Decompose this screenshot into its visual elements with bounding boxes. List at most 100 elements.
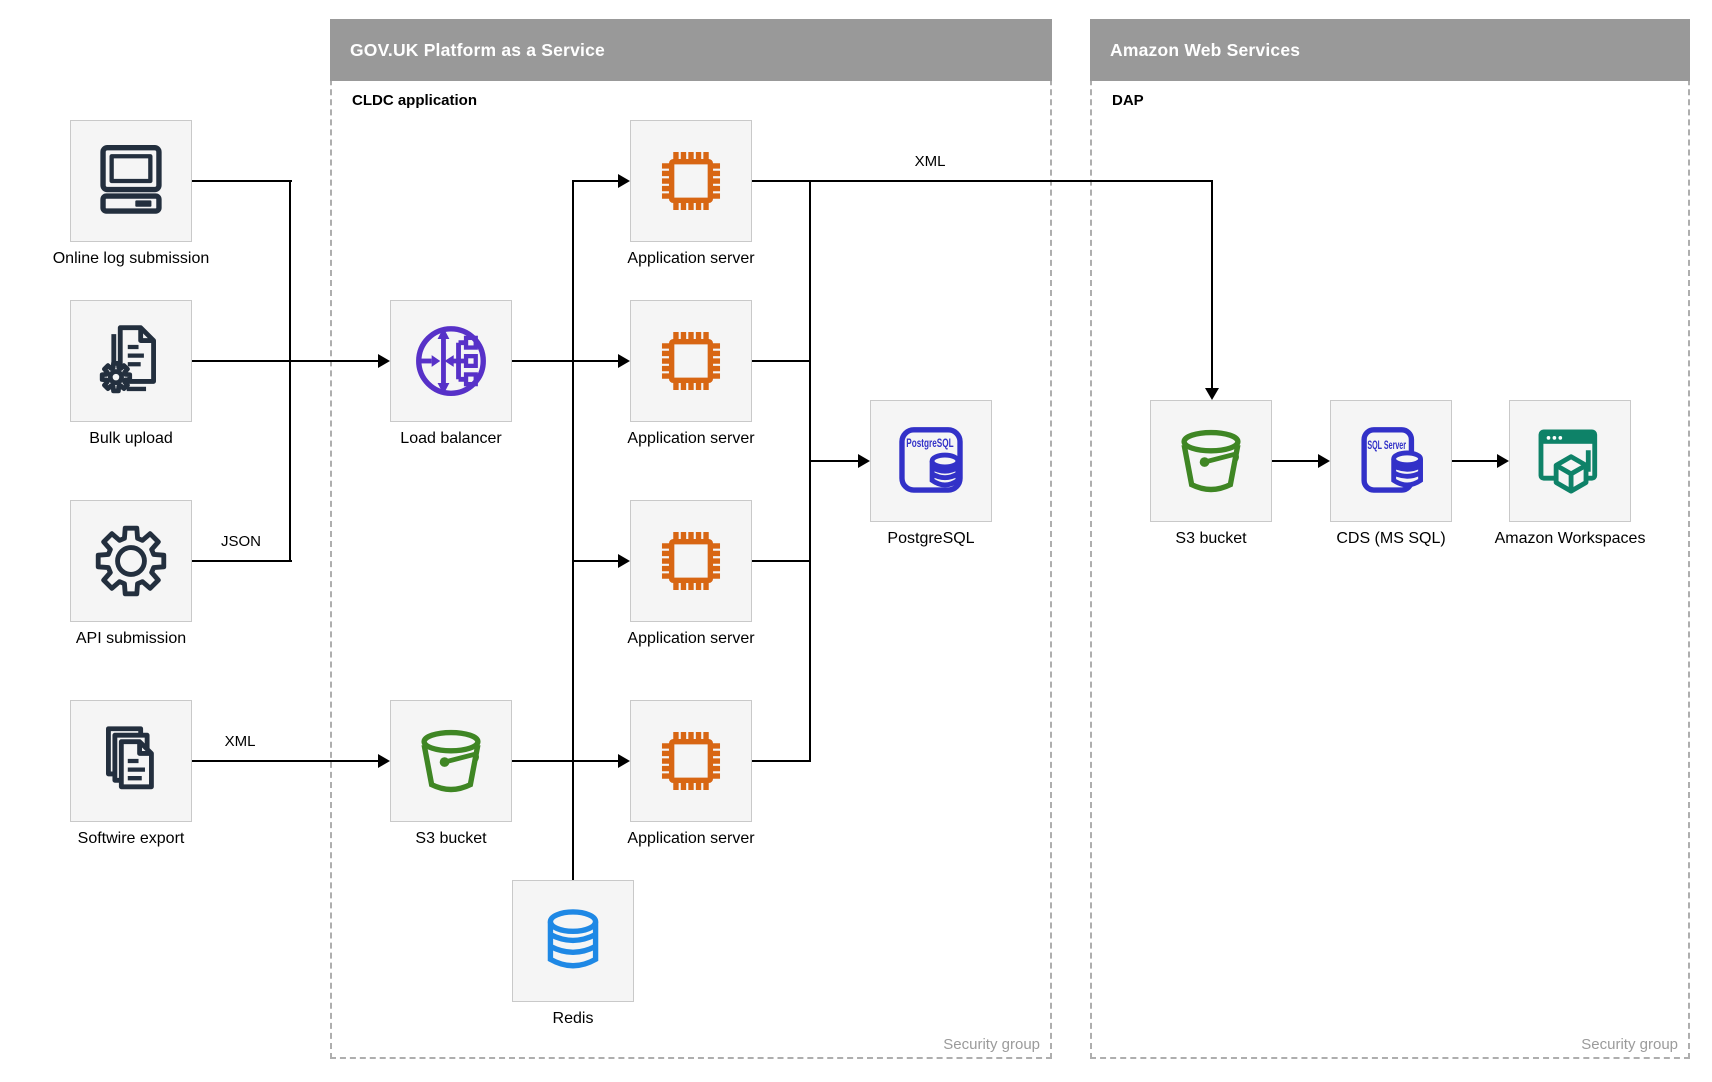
s3-bucket-icon	[421, 729, 481, 793]
node-s3-bucket-paas: S3 bucket	[390, 700, 512, 847]
edge-to-app-server-2	[574, 360, 618, 362]
container-sublabel: DAP	[1112, 92, 1144, 109]
node-label: PostgreSQL	[887, 530, 975, 547]
node-label: Application server	[627, 430, 755, 447]
edge-label-json: JSON	[220, 533, 261, 550]
edge-to-app-server-3	[574, 560, 618, 562]
arrowhead-into-app-server-2	[618, 354, 630, 368]
postgresql-db-icon: PostgreSQL	[899, 427, 963, 493]
node-softwire-export: Softwire export	[70, 700, 192, 847]
arrowhead-into-app-server-4	[618, 754, 630, 768]
node-label: Bulk upload	[89, 430, 173, 447]
online-log-box	[70, 120, 192, 242]
container-title: GOV.UK Platform as a Service	[350, 39, 605, 60]
softwire-export-box	[70, 700, 192, 822]
node-label: API submission	[75, 630, 187, 647]
arrowhead-into-paas-s3	[378, 754, 390, 768]
node-label: Application server	[627, 250, 755, 267]
sql-server-icon-text: SQL Server	[1367, 438, 1406, 452]
app-server-box	[630, 120, 752, 242]
node-app-server-1: Application server	[627, 120, 755, 267]
container-aws-header: Amazon Web Services	[1090, 19, 1690, 81]
container-govuk-paas: GOV.UK Platform as a Service CLDC applic…	[330, 19, 1052, 1059]
app-server-box	[630, 700, 752, 822]
edge-to-app-server-4	[574, 760, 618, 762]
chip-icon	[661, 731, 721, 791]
node-cds-ms-sql: SQL Server CDS (MS SQL)	[1330, 400, 1452, 547]
workspaces-icon	[1538, 429, 1598, 494]
edge-softwire-to-s3	[192, 760, 378, 762]
container-sublabel: CLDC application	[352, 92, 478, 109]
node-online-log-submission: Online log submission	[53, 120, 209, 267]
arrowhead-into-load-balancer	[378, 354, 390, 368]
arrowhead-into-app-server-3	[618, 554, 630, 568]
s3-bucket-icon	[1181, 429, 1241, 493]
api-submission-box	[70, 500, 192, 622]
edge-bulk-to-load-balancer	[192, 360, 378, 362]
edge-load-balancer-out	[512, 360, 574, 362]
s3-bucket-box	[1150, 400, 1272, 522]
edge-xml-down-to-s3	[1211, 180, 1213, 388]
security-group-label: Security group	[1581, 1036, 1678, 1053]
chip-icon	[661, 531, 721, 591]
edge-label-xml-softwire: XML	[224, 733, 256, 750]
edge-to-postgresql	[810, 460, 858, 462]
node-redis: Redis	[512, 880, 634, 1027]
node-label: Application server	[627, 830, 755, 847]
node-label: S3 bucket	[1175, 530, 1247, 547]
chip-icon	[661, 151, 721, 211]
desktop-computer-icon	[100, 144, 162, 214]
node-label: Redis	[552, 1010, 594, 1027]
load-balancer-icon	[416, 326, 486, 396]
bulk-upload-box	[70, 300, 192, 422]
app-server-box	[630, 500, 752, 622]
load-balancer-box	[390, 300, 512, 422]
document-gear-icon	[99, 325, 156, 394]
node-s3-bucket-aws: S3 bucket	[1150, 400, 1272, 547]
edge-app2-out	[752, 360, 810, 362]
edge-s3-to-cds	[1272, 460, 1318, 462]
node-label: Softwire export	[77, 830, 185, 847]
edge-app3-out	[752, 560, 810, 562]
arrowhead-into-postgresql	[858, 454, 870, 468]
redis-box	[512, 880, 634, 1002]
app-server-box	[630, 300, 752, 422]
node-postgresql: PostgreSQL PostgreSQL	[870, 400, 992, 547]
node-label: CDS (MS SQL)	[1336, 530, 1446, 547]
node-bulk-upload: Bulk upload	[70, 300, 192, 447]
arrowhead-into-workspaces	[1497, 454, 1509, 468]
redis-db-icon	[547, 909, 599, 969]
arrowhead-into-app-server-1	[618, 174, 630, 188]
edge-label-xml-top: XML	[914, 153, 946, 170]
edge-api-to-merge	[192, 560, 292, 562]
postgresql-icon-text: PostgreSQL	[906, 436, 953, 450]
container-title: Amazon Web Services	[1110, 39, 1301, 60]
edge-app-fanout-trunk	[572, 180, 574, 881]
node-label: Load balancer	[400, 430, 502, 447]
edge-online-log-to-merge	[192, 180, 292, 182]
edge-xml-to-aws	[752, 180, 1213, 182]
node-label: Online log submission	[52, 250, 210, 267]
node-app-server-2: Application server	[627, 300, 755, 447]
security-group-label: Security group	[943, 1036, 1040, 1053]
node-load-balancer: Load balancer	[390, 300, 512, 447]
edge-to-app-server-1	[574, 180, 618, 182]
node-api-submission: API submission	[70, 500, 192, 647]
edge-paas-s3-out	[512, 760, 574, 762]
node-label: Amazon Workspaces	[1494, 530, 1646, 547]
edge-app4-out	[752, 760, 810, 762]
node-label: S3 bucket	[415, 830, 487, 847]
chip-icon	[661, 331, 721, 391]
arrowhead-into-cds	[1318, 454, 1330, 468]
s3-bucket-box	[390, 700, 512, 822]
edge-app-collector-trunk	[809, 180, 811, 762]
node-label: Application server	[627, 630, 755, 647]
postgresql-box: PostgreSQL	[870, 400, 992, 522]
node-amazon-workspaces: Amazon Workspaces	[1495, 400, 1645, 547]
container-govuk-paas-header: GOV.UK Platform as a Service	[330, 19, 1052, 81]
arrowhead-into-aws-s3	[1205, 388, 1219, 400]
gear-icon	[95, 525, 167, 597]
sql-server-db-icon: SQL Server	[1361, 427, 1423, 493]
container-aws: Amazon Web Services DAP Security group	[1090, 19, 1690, 1059]
